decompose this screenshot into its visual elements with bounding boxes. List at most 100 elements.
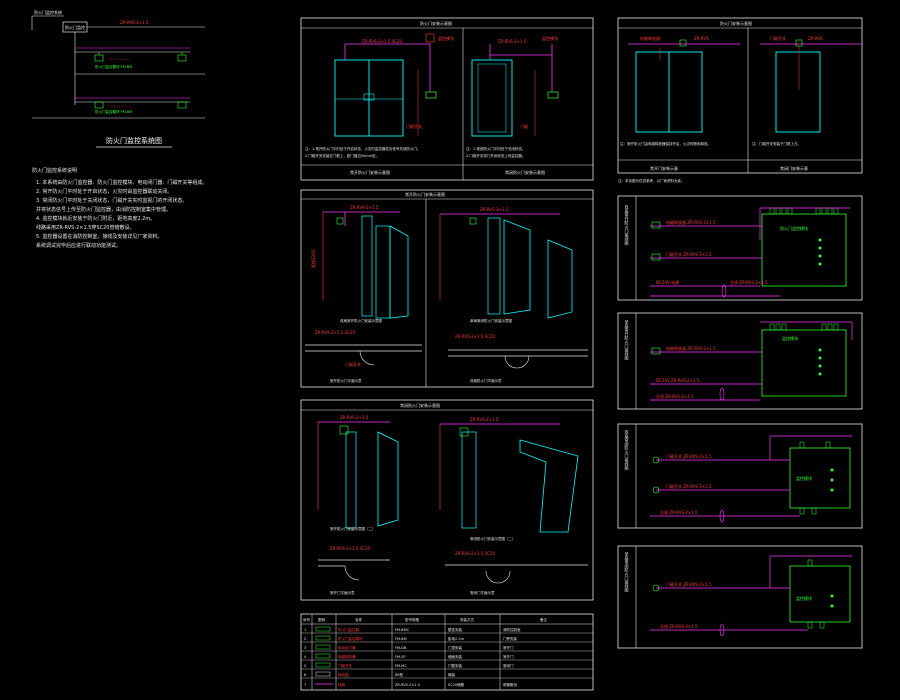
table-row: 7 线路 ZR-RVS-2×1.5 SC20暗敷 穿管敷设	[304, 682, 517, 687]
svg-text:FM-SF: FM-SF	[395, 655, 406, 659]
notes-heading: 防火门监控系统说明	[32, 167, 77, 174]
system-diagram-title: 防火门监控系统图	[106, 136, 162, 145]
svg-text:6: 6	[304, 673, 306, 677]
wiring-side-label-1: 双扇常开防火门接线图	[625, 205, 630, 246]
svg-text:电磁释放器: 电磁释放器	[338, 654, 356, 659]
table-header: 名称	[355, 617, 363, 622]
svg-text:2.门磁开关将门开闭状态上传监控器。: 2.门磁开关将门开闭状态上传监控器。	[466, 153, 525, 158]
table-header: 序号	[303, 617, 311, 622]
svg-text:电磁释放器: 电磁释放器	[640, 35, 660, 41]
svg-text:常闭门安装示意: 常闭门安装示意	[780, 165, 808, 171]
svg-text:监控模块: 监控模块	[782, 335, 798, 341]
single-door-elevation: ZR-RVS-2×1.5 监控模块 门磁	[471, 35, 559, 137]
svg-text:门磁开关 ZR-RVS-2×1.5: 门磁开关 ZR-RVS-2×1.5	[666, 453, 712, 459]
svg-text:防火门安装示意图: 防火门安装示意图	[420, 20, 452, 26]
svg-text:常闭门平面示意: 常闭门平面示意	[470, 590, 495, 595]
svg-text:门磁开关 ZR-RVS-2×1.5: 门磁开关 ZR-RVS-2×1.5	[666, 581, 712, 587]
svg-text:注：门磁开关安装于门框上方。: 注：门磁开关安装于门框上方。	[752, 141, 801, 146]
legend-table: 序号 图例 名称 型号规格 安装方式 备注 1 防火门监控器 FM-BMC 壁挂…	[300, 613, 594, 691]
svg-text:门磁开关: 门磁开关	[345, 361, 361, 367]
svg-text:注：1.常闭防火门平时处于关闭状态。: 注：1.常闭防火门平时处于关闭状态。	[466, 146, 525, 151]
svg-text:防火门监控模块 FM-BM: 防火门监控模块 FM-BM	[95, 64, 132, 69]
svg-text:常闭门: 常闭门	[503, 663, 514, 668]
caption-single-door-open: 单扇常闭防火门安装示意图	[470, 318, 512, 323]
table-header: 图例	[318, 617, 326, 622]
svg-text:常开门安装示意: 常开门安装示意	[650, 165, 678, 171]
svg-text:ZR-RVS-2×1.5 SC20: ZR-RVS-2×1.5 SC20	[315, 330, 355, 335]
caption-single-door-top: 常闭防火门安装示意图	[505, 169, 545, 175]
wiring-side-label-2: 单扇常开防火门接线图	[625, 319, 630, 361]
svg-text:2.门磁开关安装在门框上，距门缝边50mm处。: 2.门磁开关安装在门框上，距门缝边50mm处。	[305, 153, 379, 158]
note-line-4: 并将状态信号上传至防火门监控器，由消防控制室集中管理。	[36, 206, 171, 213]
note-line-6: 线路采用ZR-RVS-2×1.5穿SC20管暗敷设。	[36, 224, 134, 231]
svg-text:常开防火门平面示意: 常开防火门平面示意	[330, 378, 362, 383]
svg-text:FM-BMC: FM-BMC	[395, 628, 410, 632]
svg-text:暗装: 暗装	[448, 672, 456, 677]
svg-text:ZR-RVS-2×1.5 SC20: ZR-RVS-2×1.5 SC20	[455, 551, 495, 556]
svg-text:FM-DB: FM-DB	[395, 646, 407, 650]
svg-text:86型: 86型	[395, 672, 403, 677]
svg-text:ZR-RVS-2×1.5: ZR-RVS-2×1.5	[480, 207, 509, 212]
detail-frame-top: 防火门安装示意图 ZR-RVS-2×1.5 SC20 监控模块 门磁开关 注：1…	[300, 17, 594, 181]
svg-text:防火门监控器: 防火门监控器	[338, 627, 359, 632]
table-row: 3 电动闭门器 FM-DB 门顶安装 常开门	[304, 644, 514, 650]
svg-text:门磁开关 ZR-RVS-2×1.5: 门磁开关 ZR-RVS-2×1.5	[666, 483, 712, 489]
wiring-side-label-4: 单扇常闭防火门接线图	[625, 551, 630, 593]
monitor-module-2	[761, 329, 847, 397]
svg-text:壁挂安装: 壁挂安装	[448, 627, 462, 632]
svg-text:ZR-RVS-2×1.5: ZR-RVS-2×1.5	[470, 417, 499, 422]
caption-double-door-open: 双扇常开防火门安装示意图	[340, 318, 382, 323]
system-top-label: 防火门监控系统	[34, 9, 62, 15]
svg-text:ZR-RVS-2×1.5 SC20: ZR-RVS-2×1.5 SC20	[455, 334, 495, 339]
svg-text:• • • • • • • • •: • • • • • • • • •	[108, 57, 132, 61]
svg-text:消防控制室: 消防控制室	[503, 627, 521, 632]
svg-text:门磁: 门磁	[520, 123, 528, 129]
svg-text:距地2200: 距地2200	[310, 249, 316, 268]
svg-text:电磁释放器 ZR-RVS-2×1.5: 电磁释放器 ZR-RVS-2×1.5	[666, 219, 716, 225]
svg-text:常开防火门安装示意图: 常开防火门安装示意图	[405, 191, 445, 197]
svg-text:接线盒: 接线盒	[338, 672, 349, 677]
svg-text:监控模块: 监控模块	[796, 595, 812, 601]
system-diagram-panel: 防火门监控系统 防火门监控 ZR-RVS-2×1.5 • • • • • • •…	[31, 9, 207, 249]
svg-text:ZR-RVS-2×1.5: ZR-RVS-2×1.5	[395, 683, 420, 687]
table-row: 5 门磁开关 FM-MC 门框安装 常闭门	[304, 662, 514, 668]
svg-text:注：本页图示仅供参考，以厂家资料为准。: 注：本页图示仅供参考，以厂家资料为准。	[618, 178, 685, 183]
svg-text:ZR-RVS-2×1.5: ZR-RVS-2×1.5	[340, 415, 369, 420]
monitor-module-1	[761, 213, 847, 287]
svg-text:SC20暗敷: SC20暗敷	[448, 682, 465, 687]
svg-text:防火门监控模块: 防火门监控模块	[780, 225, 808, 231]
monitor-module-4	[789, 565, 851, 623]
svg-text:门框安装: 门框安装	[448, 663, 462, 668]
table-header: 型号规格	[405, 617, 419, 622]
svg-text:门磁开关: 门磁开关	[770, 35, 786, 41]
svg-text:注：1.常开防火门平时处于开启状态，火灾时监控器发出信号关闭: 注：1.常开防火门平时处于开启状态，火灾时监控器发出信号关闭防火门。	[305, 146, 420, 151]
svg-text:常闭防火门安装示意图: 常闭防火门安装示意图	[400, 402, 440, 408]
monitor-box-label: 防火门监控	[65, 24, 85, 30]
table-row: 1 防火门监控器 FM-BMC 壁挂安装 消防控制室	[304, 626, 521, 632]
svg-text:监控模块: 监控模块	[542, 35, 558, 41]
note-line-3: 3. 常闭防火门平时处于关闭状态，门磁开关实时监视门的开闭状态。	[36, 197, 187, 204]
wiring-side-label-3: 双扇常闭防火门接线图	[625, 430, 630, 471]
caption-double-door-top: 常开防火门安装示意图	[350, 169, 390, 175]
svg-text:1: 1	[304, 628, 306, 632]
svg-text:ZR-RVS: ZR-RVS	[808, 36, 823, 41]
table-row: 4 电磁释放器 FM-SF 墙面安装 常开门	[304, 653, 514, 659]
svg-text:监控模块: 监控模块	[438, 35, 454, 41]
svg-text:ZR-RVS-2×1.5: ZR-RVS-2×1.5	[498, 39, 527, 44]
table-row: 6 接线盒 86型 暗装	[304, 671, 456, 677]
svg-text:总线 ZR-RVS-2×1.5: 总线 ZR-RVS-2×1.5	[656, 393, 694, 399]
svg-text:ZR-RVS-2×1.5 SC20: ZR-RVS-2×1.5 SC20	[330, 546, 370, 551]
svg-text:防火门安装示意图: 防火门安装示意图	[720, 20, 752, 26]
table-row: 2 防火门监控模块 FM-BM 距地2.2m 门旁安装	[304, 635, 517, 641]
svg-text:总线 ZR-RVS-2×1.5: 总线 ZR-RVS-2×1.5	[730, 279, 768, 285]
svg-text:5: 5	[304, 664, 306, 668]
svg-text:门旁安装: 门旁安装	[503, 636, 517, 641]
svg-text:DC24V 电源: DC24V 电源	[656, 279, 679, 285]
svg-text:监控模块: 监控模块	[796, 475, 812, 481]
svg-text:7: 7	[304, 683, 306, 687]
svg-text:防火门监控模块: 防火门监控模块	[338, 636, 363, 641]
double-door-elevation: ZR-RVS-2×1.5 SC20 监控模块 门磁开关	[334, 33, 454, 137]
svg-text:距地2.2m: 距地2.2m	[448, 636, 465, 641]
svg-text:DC24V ZR-RVS-2×1.5: DC24V ZR-RVS-2×1.5	[656, 378, 700, 383]
